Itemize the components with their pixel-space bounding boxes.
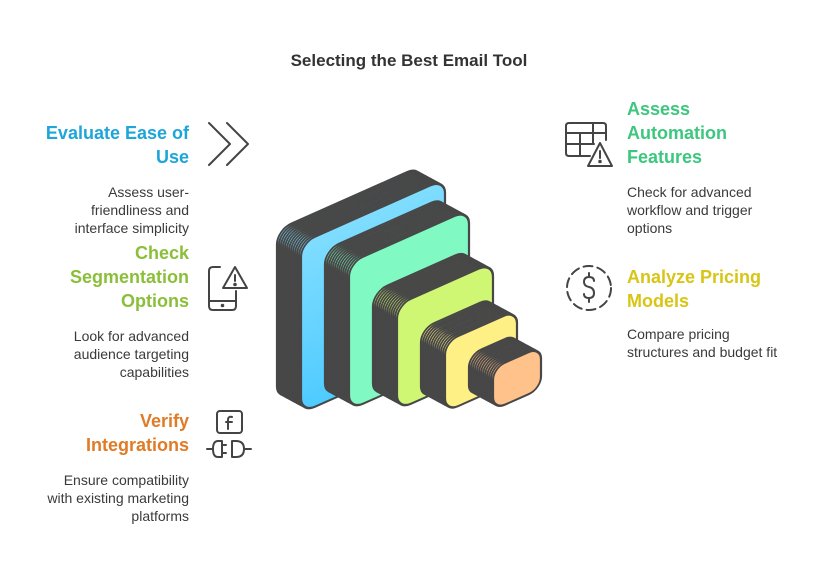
plug-icon xyxy=(206,410,252,458)
phone-warning-icon xyxy=(208,266,248,311)
description-check-segmentation: Look for advanced audience targeting cap… xyxy=(73,328,189,380)
description-assess-automation: Check for advanced workflow and trigger … xyxy=(627,184,753,236)
heading-assess-automation: Assess Automation Features xyxy=(627,99,727,167)
heading-verify-integrations: Verify Integrations xyxy=(85,411,189,455)
diagram-title: Selecting the Best Email Tool xyxy=(290,51,528,70)
heading-check-segmentation: Check Segmentation Options xyxy=(69,243,189,311)
description-analyze-pricing: Compare pricing structures and budget fi… xyxy=(627,326,778,360)
description-evaluate-ease: Assess user- friendliness and interface … xyxy=(74,184,189,236)
heading-evaluate-ease: Evaluate Ease of Use xyxy=(45,123,189,167)
table-warning-icon xyxy=(565,122,613,167)
double-chevron-right-icon xyxy=(208,122,249,166)
layer-front-face xyxy=(491,349,543,407)
heading-analyze-pricing: Analyze Pricing Models xyxy=(627,267,762,311)
layer-orange xyxy=(467,336,543,407)
dollar-circle-icon xyxy=(566,265,612,311)
description-verify-integrations: Ensure compatibility with existing marke… xyxy=(47,472,189,524)
